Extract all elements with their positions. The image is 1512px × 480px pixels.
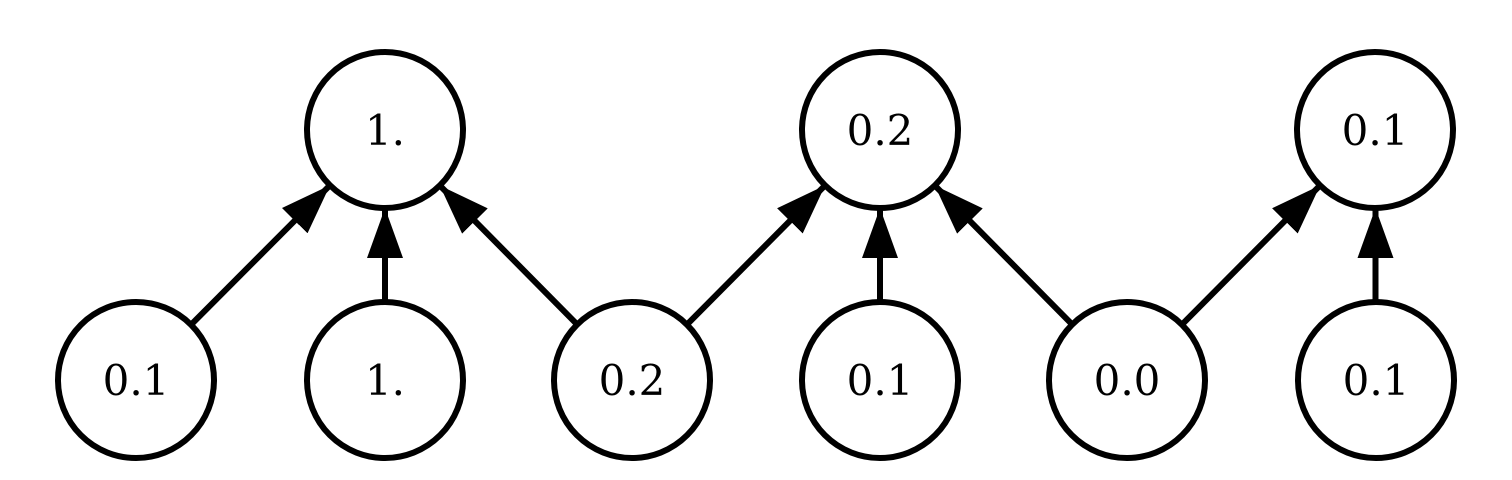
node-b1-circle (55, 299, 217, 461)
node-t1-circle (304, 49, 466, 211)
node-t2-circle (799, 49, 961, 211)
node-b1: 0.1 (55, 299, 217, 461)
edge-b5-t3 (1179, 183, 1323, 327)
node-b4-circle (799, 299, 961, 461)
node-b3: 0.2 (551, 299, 713, 461)
node-b6: 0.1 (1295, 299, 1457, 461)
node-b4-label: 0.1 (847, 356, 914, 405)
node-b2-circle (304, 299, 466, 461)
edge-b5-t2 (932, 183, 1075, 327)
node-b4: 0.1 (799, 299, 961, 461)
node-t3-circle (1294, 49, 1456, 211)
node-b2: 1. (304, 299, 466, 461)
node-t2-label: 0.2 (847, 106, 914, 155)
node-b2-label: 1. (365, 356, 405, 405)
node-b6-label: 0.1 (1343, 356, 1410, 405)
node-b6-circle (1295, 299, 1457, 461)
node-b5-circle (1046, 299, 1208, 461)
edge-b3-t2 (684, 183, 828, 327)
node-b3-label: 0.2 (599, 356, 666, 405)
node-t1-label: 1. (365, 106, 405, 155)
edge-b1-t1 (188, 183, 333, 327)
node-t3: 0.1 (1294, 49, 1456, 211)
node-b5: 0.0 (1046, 299, 1208, 461)
node-t2: 0.2 (799, 49, 961, 211)
edges-layer (188, 183, 1394, 327)
node-b3-circle (551, 299, 713, 461)
node-t3-label: 0.1 (1342, 106, 1409, 155)
bottom-nodes-layer: 0.1 1. 0.2 0.1 0.0 0.1 (55, 299, 1457, 461)
node-t1: 1. (304, 49, 466, 211)
node-b5-label: 0.0 (1094, 356, 1161, 405)
top-nodes-layer: 1. 0.2 0.1 (304, 49, 1456, 211)
node-b1-label: 0.1 (103, 356, 170, 405)
edge-b3-t1 (437, 183, 580, 327)
